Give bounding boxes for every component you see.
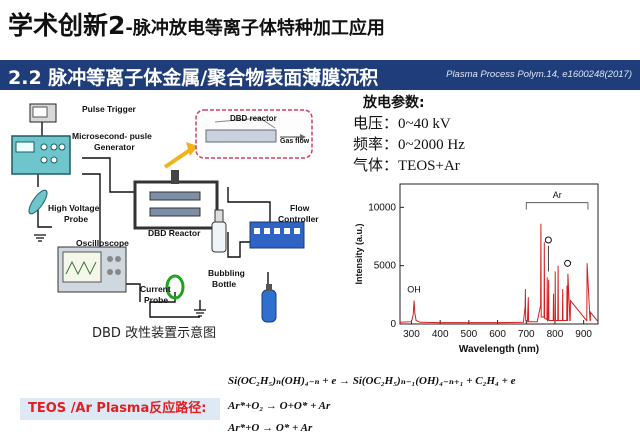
spectrum-line bbox=[399, 223, 599, 324]
reaction-path-label: TEOS /Ar Plasma反应路径: bbox=[20, 398, 220, 420]
x-tick-label: 300 bbox=[403, 329, 420, 340]
flow-controller bbox=[249, 221, 305, 249]
setup-diagram bbox=[11, 103, 313, 323]
citation: Plasma Process Polym.14, e1600248(2017) bbox=[446, 69, 632, 80]
gas-cylinder bbox=[261, 289, 277, 323]
title-rest: -脉冲放电等离子体特种加工应用 bbox=[125, 18, 385, 39]
diagram-caption: DBD 改性装置示意图 bbox=[92, 326, 217, 341]
label-dbd-reactor: DBD Reactor bbox=[148, 228, 201, 238]
label-bubbling-2: Bottle bbox=[212, 279, 237, 289]
hv-probe bbox=[28, 189, 48, 215]
param-voltage: 电压：0~40 kV bbox=[353, 116, 451, 132]
label-hv-probe-2: Probe bbox=[64, 214, 89, 224]
reaction-equation-2: Ar*+O₂ → O+O* + Ar bbox=[228, 400, 331, 412]
label-inset-reactor: DBD reactor bbox=[230, 114, 277, 123]
y-tick-label: 10000 bbox=[368, 202, 396, 213]
section-band: 2.2 脉冲等离子体金属/聚合物表面薄膜沉积 Plasma Process Po… bbox=[0, 60, 640, 90]
label-inset-gas: Gas flow bbox=[280, 138, 310, 145]
label-current-probe-2: Probe bbox=[144, 295, 169, 305]
plot-frame bbox=[399, 183, 599, 325]
page-title: 学术创新2-脉冲放电等离子体特种加工应用 bbox=[8, 6, 385, 42]
y-tick-label: 0 bbox=[390, 319, 396, 330]
label-hv-probe-1: High Voltage bbox=[48, 203, 100, 213]
annotation-oh: OH bbox=[407, 285, 421, 295]
bubbling-bottle bbox=[211, 221, 227, 253]
label-oscilloscope: Oscilloscope bbox=[76, 238, 129, 248]
param-frequency: 频率：0~2000 Hz bbox=[353, 137, 465, 153]
title-prefix: 学术创新2 bbox=[8, 11, 126, 40]
x-tick-label: 800 bbox=[547, 329, 564, 340]
label-current-probe-1: Current bbox=[140, 284, 171, 294]
reaction-equation-3: Ar*+O → O* + Ar bbox=[228, 422, 313, 434]
current-probe bbox=[165, 274, 185, 300]
label-pulse-trigger: Pulse Trigger bbox=[82, 104, 136, 114]
annotation-ar: Ar bbox=[553, 190, 562, 200]
ar-bracket bbox=[525, 202, 589, 210]
inset-arrow bbox=[163, 148, 192, 169]
section-heading: 2.2 脉冲等离子体金属/聚合物表面薄膜沉积 bbox=[8, 67, 379, 89]
x-tick-label: 400 bbox=[432, 329, 449, 340]
x-tick-label: 500 bbox=[461, 329, 478, 340]
label-flow-1: Flow bbox=[290, 203, 310, 213]
x-tick-label: 700 bbox=[518, 329, 535, 340]
label-flow-2: Controller bbox=[278, 214, 319, 224]
discharge-parameters: 放电参数: 电压：0~40 kV 频率：0~2000 Hz 气体：TEOS+Ar bbox=[353, 93, 465, 177]
dbd-reactor bbox=[133, 180, 219, 230]
params-heading: 放电参数: bbox=[363, 95, 425, 111]
label-generator-2: Generator bbox=[94, 142, 135, 152]
reaction-equation-1: Si(OC₂H₅)ₙ(OH)₄₋ₙ + e → Si(OC₂H₅)ₙ₋₁(OH)… bbox=[228, 375, 516, 387]
label-bubbling-1: Bubbling bbox=[208, 268, 245, 278]
o-marker bbox=[544, 236, 552, 244]
y-axis-label: Intensity (a.u.) bbox=[354, 223, 364, 284]
o-marker-2 bbox=[564, 259, 572, 267]
y-tick-label: 5000 bbox=[374, 261, 397, 272]
x-tick-label: 900 bbox=[575, 329, 592, 340]
x-axis-label: Wavelength (nm) bbox=[459, 344, 539, 355]
emission-spectrum-chart: 300 400 500 600 700 800 900 0 5000 10000Wavelengt… bbox=[354, 183, 599, 355]
param-gas: 气体：TEOS+Ar bbox=[353, 158, 460, 174]
x-tick-label: 600 bbox=[489, 329, 506, 340]
label-generator-1: Microsecond- pusle bbox=[72, 131, 152, 141]
